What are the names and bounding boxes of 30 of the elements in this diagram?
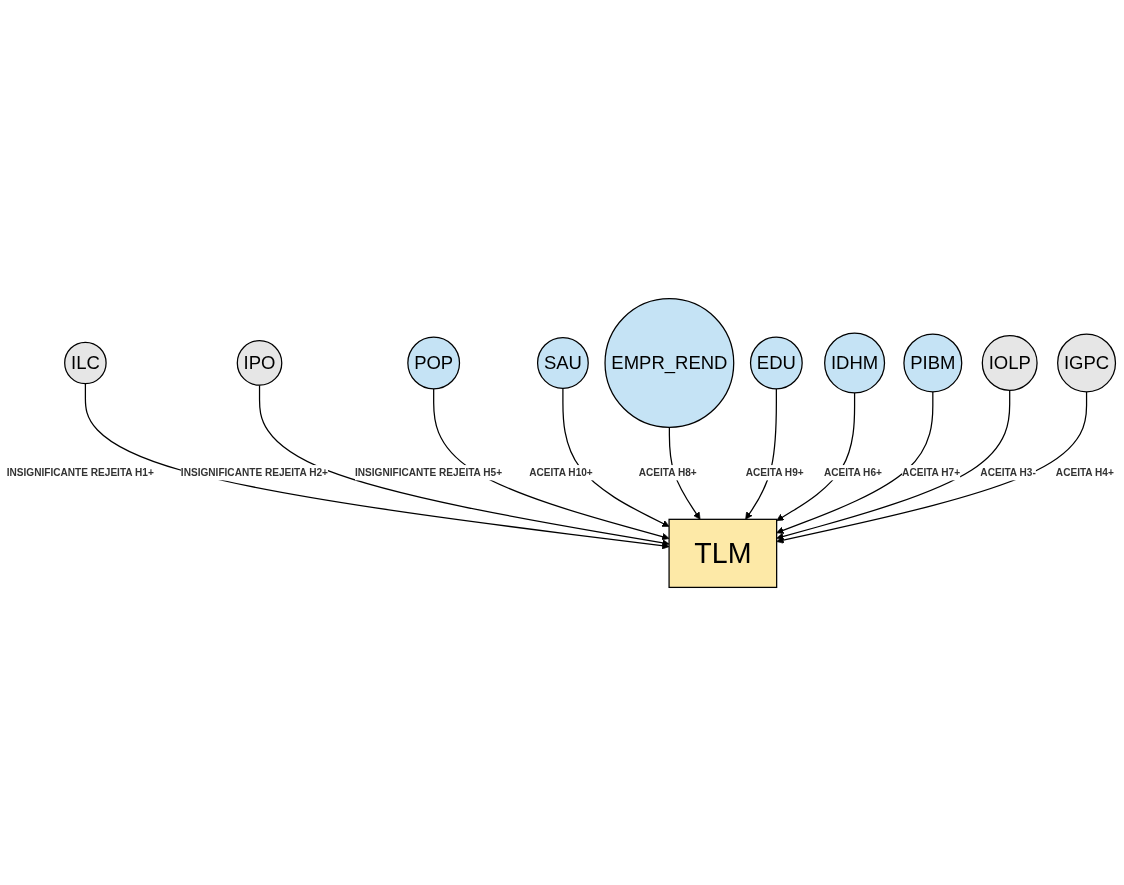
edge-label: ACEITA H4+	[1055, 466, 1114, 479]
node-circle: POP	[407, 336, 461, 389]
edge-label: ACEITA H3-	[980, 466, 1036, 479]
arrow	[776, 389, 1011, 540]
node-circle: SAU	[536, 336, 589, 389]
node-circle: EDU	[749, 336, 803, 389]
edge-label: ACEITA H10+	[529, 466, 593, 479]
node-circle: IGPC	[1057, 332, 1117, 392]
edge-label: ACEITA H6+	[823, 466, 882, 479]
arrow	[258, 384, 670, 547]
node-circle: IOLP	[981, 334, 1038, 391]
node-circle: IPO	[236, 339, 283, 386]
arrow	[84, 382, 670, 549]
edge-label: INSIGNIFICANTE REJEITA H2+	[180, 466, 328, 479]
node-box: TLM	[668, 518, 778, 588]
edge-label: INSIGNIFICANTE REJEITA H5+	[355, 466, 503, 479]
node-circle: IDHM	[824, 331, 886, 393]
edge-label: ACEITA H9+	[745, 466, 804, 479]
arrow	[745, 387, 777, 520]
arrow	[433, 387, 670, 540]
node-circle: EMPR_REND	[604, 297, 735, 428]
arrow	[776, 390, 1088, 544]
node-circle: PIBM	[903, 332, 963, 392]
arrow	[776, 391, 856, 521]
edge-label: ACEITA H8+	[638, 466, 697, 479]
edge-label: ACEITA H7+	[902, 466, 961, 479]
edge-label: INSIGNIFICANTE REJEITA H1+	[6, 466, 154, 479]
arrow	[776, 390, 934, 534]
arrow	[562, 387, 670, 527]
node-circle: ILC	[64, 341, 107, 384]
